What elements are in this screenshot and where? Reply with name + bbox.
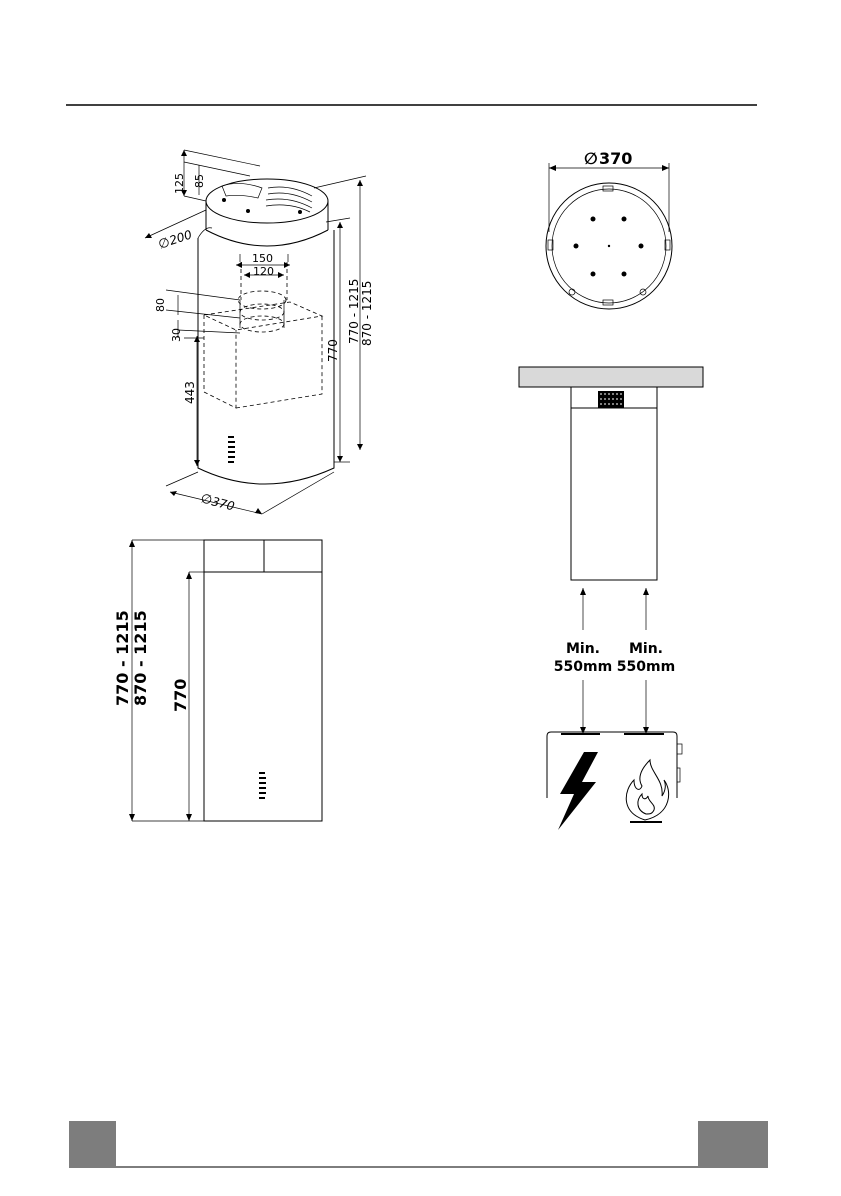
side-control-buttons: [259, 772, 266, 799]
dim-125-label: 125: [173, 173, 186, 194]
dim-range-a-label: 770 - 1215: [347, 279, 361, 344]
footer-left-block: [69, 1121, 116, 1168]
top-vent-grille: [222, 183, 312, 214]
side-elevation-view: 770 - 1215 870 - 1215 770: [113, 540, 322, 821]
page-footer: [69, 1121, 768, 1168]
dim-150-label: 150: [252, 252, 273, 265]
dim-85-label: 85: [193, 174, 206, 188]
right-clearance-value: 550mm: [617, 659, 675, 675]
clearance-view: Min. 550mm Min. 550mm: [519, 367, 703, 830]
lightning-icon: [558, 752, 598, 830]
flame-icon: [626, 760, 668, 822]
dim-30-label: 30: [170, 328, 183, 342]
dim-range-b-label: 870 - 1215: [360, 281, 374, 346]
dim-diam-370-label: 370: [210, 494, 236, 513]
dim-diam-200-label: 200: [168, 227, 194, 248]
dim-443-label: 443: [183, 381, 197, 404]
dim-120-label: 120: [253, 265, 274, 278]
top-dim-370-label: 370: [599, 149, 632, 168]
right-clearance-min: Min.: [629, 641, 663, 657]
motor-box: [204, 302, 322, 408]
footer-right-block: [698, 1121, 768, 1168]
side-dim-range-a: 770 - 1215: [113, 610, 132, 706]
isometric-hood-view: 125 85 ∅ 200 150 120 80 30 443 770 770 -…: [145, 150, 374, 514]
top-plan-view: ∅ 370: [546, 149, 672, 309]
control-buttons: [228, 436, 235, 463]
side-dim-range-b: 870 - 1215: [131, 610, 150, 706]
left-clearance-value: 550mm: [554, 659, 612, 675]
dim-80-label: 80: [154, 298, 167, 312]
left-clearance-min: Min.: [566, 641, 600, 657]
top-dim-diam-symbol: ∅: [584, 149, 598, 168]
dim-770-label: 770: [326, 339, 340, 362]
side-dim-770: 770: [171, 679, 190, 712]
top-mounting-holes: [548, 186, 670, 305]
ceiling-block: [519, 367, 703, 387]
clearance-vent-grille: [598, 391, 624, 408]
